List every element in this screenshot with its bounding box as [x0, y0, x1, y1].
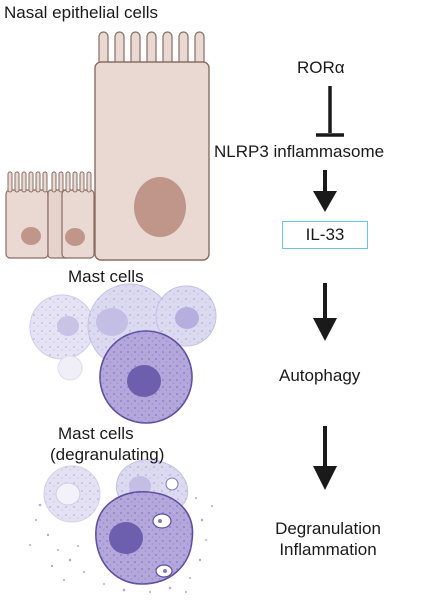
- mast-cells-degranulating-label-line2: (degranulating): [50, 445, 165, 464]
- ror-alpha-label: RORα: [297, 58, 345, 77]
- mast-cells-degranulating-label-line1: Mast cells: [58, 424, 134, 443]
- arrow-nlrp3-to-il33: [313, 170, 337, 212]
- inhibition-arrow: [316, 86, 344, 137]
- small-epithelial-cells: [5, 171, 95, 259]
- inflammation-label: Inflammation: [279, 540, 377, 559]
- arrow-autophagy-to-degranulation: [313, 426, 337, 490]
- nlrp3-inflammasome-label: NLRP3 inflammasome: [214, 142, 385, 161]
- nasal-epithelial-cells-label: Nasal epithelial cells: [4, 3, 159, 22]
- large-epithelial-cell: [94, 31, 210, 261]
- mast-cells-degranulating: [29, 459, 213, 593]
- mast-cells-resting: [29, 283, 217, 424]
- arrow-il33-to-autophagy: [313, 283, 337, 341]
- autophagy-label: Autophagy: [279, 366, 361, 385]
- degranulation-label: Degranulation: [275, 519, 381, 538]
- mast-cells-label: Mast cells: [68, 267, 144, 286]
- il33-box: IL-33: [282, 221, 368, 249]
